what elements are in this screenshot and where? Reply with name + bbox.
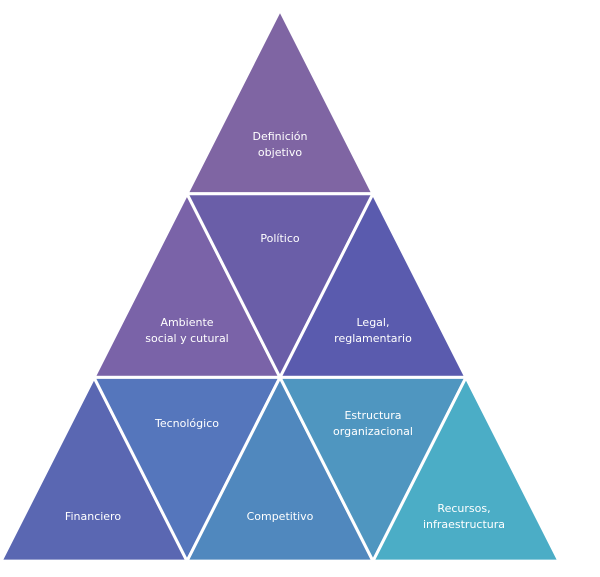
label-financiero: Financiero bbox=[65, 510, 121, 523]
label-tecnologico: Tecnológico bbox=[154, 417, 219, 430]
label-recursos-line-2: infraestructura bbox=[423, 518, 505, 531]
label-definicion-line-1: Definición bbox=[253, 130, 308, 143]
label-ambiente-line-1: Ambiente bbox=[160, 316, 213, 329]
label-estructura-line-2: organizacional bbox=[333, 425, 413, 438]
triangle-recursos bbox=[370, 374, 562, 563]
segment-definicion: Definición objetivo bbox=[184, 6, 376, 196]
segment-recursos: Recursos, infraestructura bbox=[370, 374, 562, 563]
label-definicion-line-2: objetivo bbox=[258, 146, 302, 159]
label-recursos-line-1: Recursos, bbox=[437, 502, 490, 515]
label-politico: Político bbox=[260, 232, 300, 245]
label-legal-line-2: reglamentario bbox=[334, 332, 412, 345]
label-competitivo: Competitivo bbox=[247, 510, 314, 523]
label-ambiente-line-2: social y cutural bbox=[145, 332, 229, 345]
triangle-definicion bbox=[184, 6, 376, 196]
label-legal-line-1: Legal, bbox=[357, 316, 390, 329]
label-estructura-line-1: Estructura bbox=[344, 409, 401, 422]
segment-legal: Legal, reglamentario bbox=[277, 190, 469, 379]
